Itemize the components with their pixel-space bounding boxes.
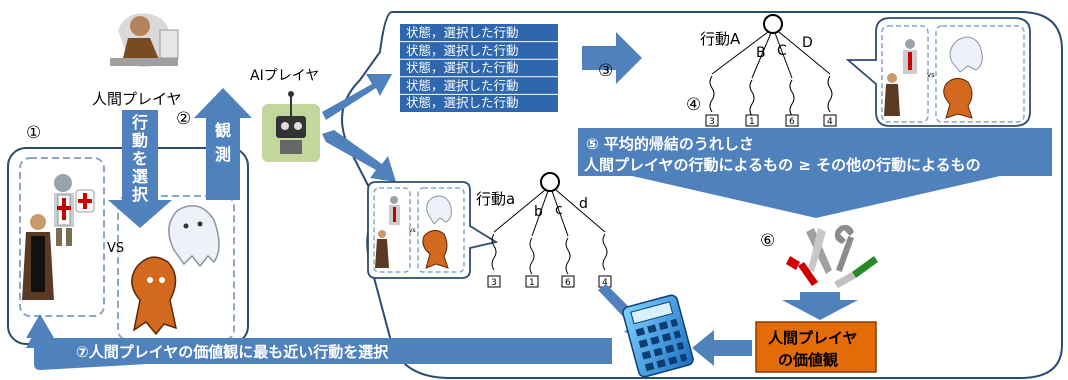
step-1-label: ① (26, 123, 41, 143)
value-box-line1: 人間プレイヤ (768, 329, 858, 347)
observe-arrow (194, 88, 252, 200)
tree-bottom-branch-b: b (534, 204, 543, 220)
vs-small-label-bottom: vs (409, 227, 416, 234)
value-to-calculator-arrow (692, 330, 752, 366)
bottom-arrow-text: ⑦人間プレイヤの価値観に最も近い行動を選択 (76, 343, 389, 361)
bottom-arrow-body (40, 338, 612, 364)
tree-bottom-branch-c: c (555, 202, 563, 218)
monk-icon (22, 214, 54, 300)
tree-top-leaf-value: 4 (827, 117, 833, 127)
game-snapshot-bubble-top (845, 17, 1031, 127)
ai-to-log-arrow (322, 74, 392, 120)
consequence-comparison-banner (578, 128, 1052, 218)
vs-label: VS (107, 241, 124, 256)
step-4-label: ④ (686, 95, 701, 115)
tree-top-branch-b: B (756, 45, 766, 61)
choose-action-char-5: 択 (132, 185, 149, 204)
state-action-row: 状態，選択した行動 (406, 78, 519, 93)
state-action-list: 状態，選択した行動 状態，選択した行動 状態，選択した行動 状態，選択した行動 … (400, 24, 558, 112)
ghost-icon (168, 205, 220, 268)
state-action-row: 状態，選択した行動 (406, 95, 519, 110)
tree-top-leaf-value: 6 (789, 117, 795, 127)
tree-bottom-leaf-value: 6 (565, 278, 571, 288)
robot-icon (262, 91, 320, 162)
tools-to-value-arrow (782, 292, 858, 320)
step-3-arrow (582, 32, 642, 84)
tree-bottom-leaf-value: 4 (602, 278, 608, 288)
step-2-label: ② (176, 109, 191, 129)
state-action-row: 状態，選択した行動 (406, 60, 519, 75)
player-side-box (19, 157, 105, 317)
person-at-desk-icon (110, 13, 179, 67)
tree-monster-icon (131, 256, 178, 336)
human-player-label: 人間プレイヤ (92, 90, 182, 108)
choose-action-char-4: 選 (132, 167, 148, 186)
observe-char-1: 観 (215, 121, 231, 140)
game-tree-top (705, 14, 837, 127)
state-action-row: 状態，選択した行動 (406, 43, 519, 58)
choose-action-char-3: を (132, 149, 148, 168)
observe-char-2: 測 (215, 145, 231, 164)
tree-bottom-root-label: 行動a (476, 190, 515, 208)
step-6-label: ⑥ (760, 231, 775, 251)
tree-top-root-label: 行動A (700, 30, 741, 48)
bottom-arrow-head (26, 314, 54, 338)
ai-to-tree-arrow (322, 130, 396, 182)
tree-top-branch-d: D (802, 35, 813, 51)
human-value-box (755, 321, 877, 373)
choose-action-char-1: 行 (131, 113, 148, 132)
choose-action-char-2: 動 (132, 131, 148, 150)
knight-icon (54, 174, 95, 246)
tree-bottom-branch-d: d (579, 196, 588, 212)
calculator-icon (622, 294, 694, 378)
value-box-line2: の価値観 (778, 351, 838, 369)
ai-player-label: AIプレイヤ (250, 68, 319, 84)
tree-bottom-leaf-value: 3 (491, 278, 497, 288)
choose-action-arrow (108, 110, 172, 228)
tree-top-branch-c: C (777, 43, 787, 59)
tree-top-leaf-value: 1 (749, 117, 755, 127)
tree-bottom-leaf-value: 1 (529, 278, 535, 288)
state-action-row: 状態，選択した行動 (406, 25, 519, 40)
banner5-line1: ⑤ 平均的帰結のうれしさ (586, 135, 754, 153)
game-snapshot-bubble-bottom (367, 181, 499, 279)
vs-small-label: vs (927, 71, 935, 79)
step-3-label: ③ (598, 61, 613, 81)
banner5-line2: 人間プレイヤの行動によるもの ≥ その他の行動によるもの (584, 156, 981, 174)
tree-top-leaf-value: 3 (709, 117, 715, 127)
game-tree-bottom (487, 172, 612, 288)
tools-icon (786, 224, 878, 288)
